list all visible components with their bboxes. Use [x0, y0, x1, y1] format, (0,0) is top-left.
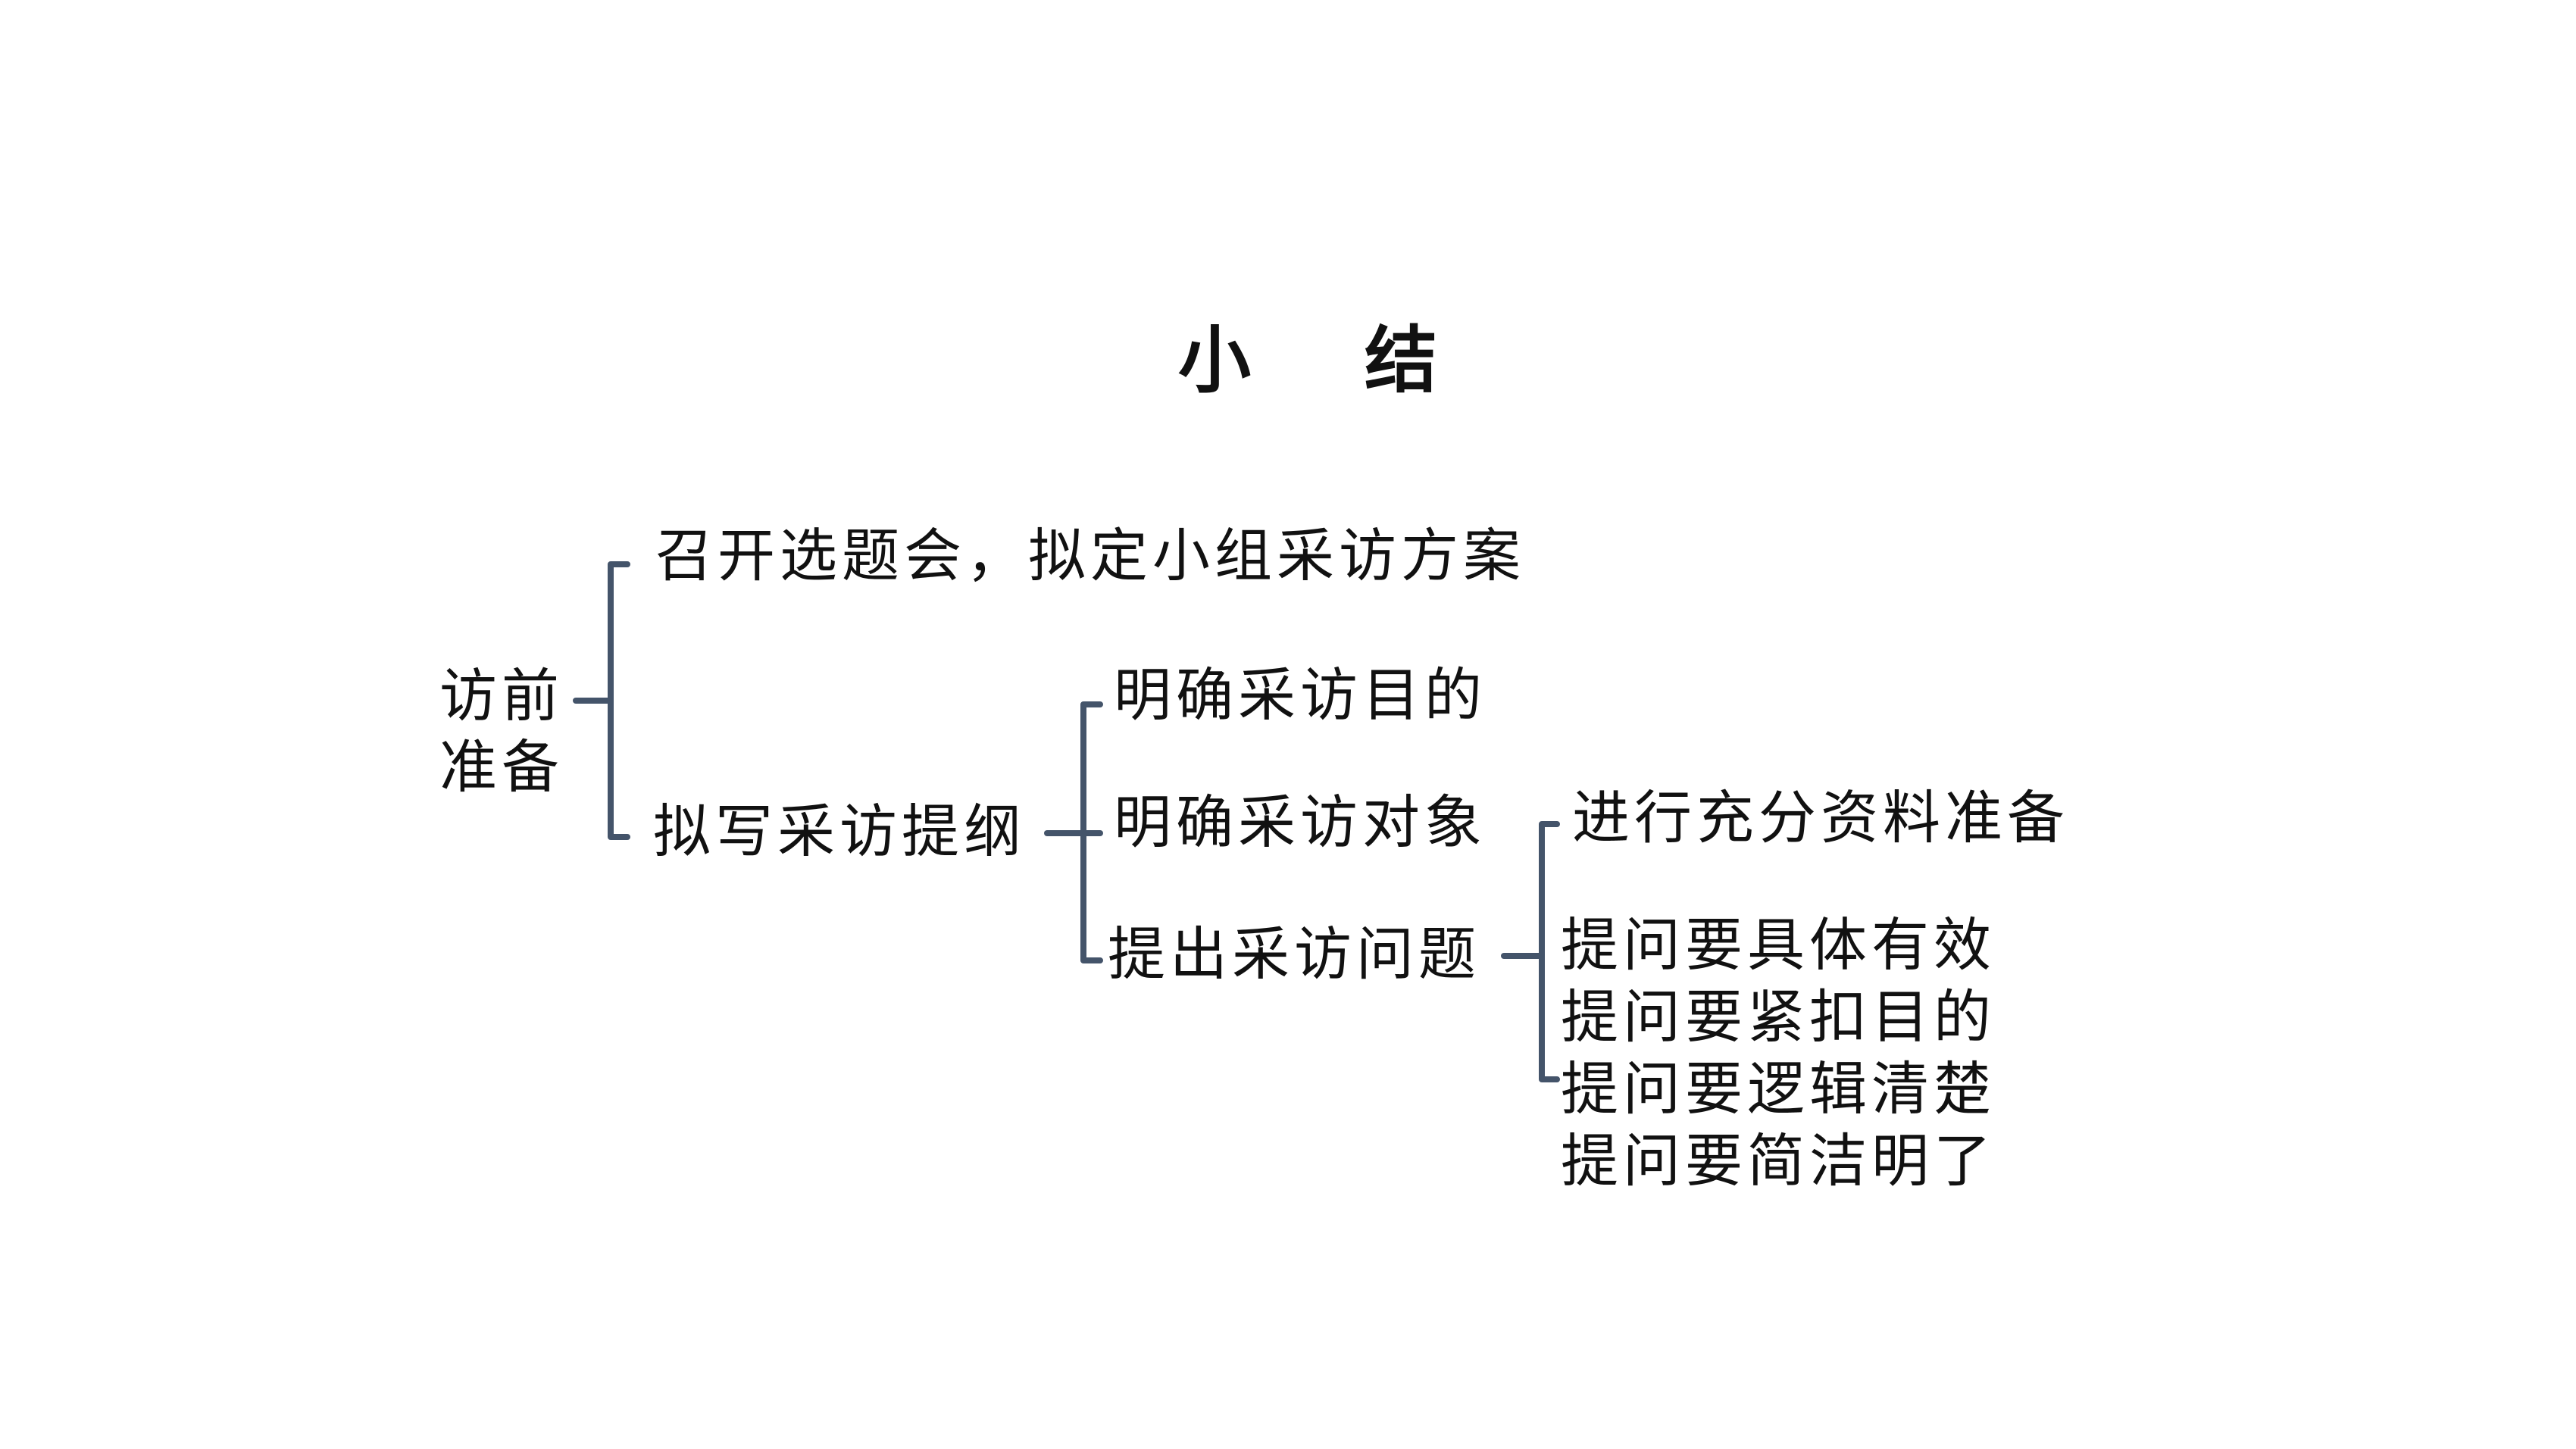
tip-item: 提问要紧扣目的 — [1561, 983, 1996, 1051]
tip-item: 提问要逻辑清楚 — [1561, 1055, 1996, 1123]
node-purpose: 明确采访目的 — [1114, 661, 1487, 729]
node-outline: 拟写采访提纲 — [653, 798, 1026, 865]
question-tips: 提问要具体有效 提问要紧扣目的 提问要逻辑清楚 提问要简洁明了 — [1561, 909, 1996, 1197]
node-materials: 进行充分资料准备 — [1572, 784, 2069, 851]
node-questions: 提出采访问题 — [1108, 920, 1480, 988]
bracket-questions — [1539, 821, 1560, 1082]
slide-title: 小结 — [1178, 324, 1437, 397]
node-meeting: 召开选题会，拟定小组采访方案 — [655, 522, 1525, 589]
tip-item: 提问要简洁明了 — [1561, 1127, 1996, 1194]
root-line-2: 准备 — [439, 733, 564, 801]
title-char-1: 小 — [1178, 317, 1251, 403]
root-node: 访前 准备 — [439, 660, 564, 803]
title-char-2: 结 — [1365, 317, 1437, 403]
node-target: 明确采访对象 — [1114, 789, 1487, 856]
root-line-1: 访前 — [439, 662, 564, 729]
tip-item: 提问要具体有效 — [1561, 911, 1996, 979]
